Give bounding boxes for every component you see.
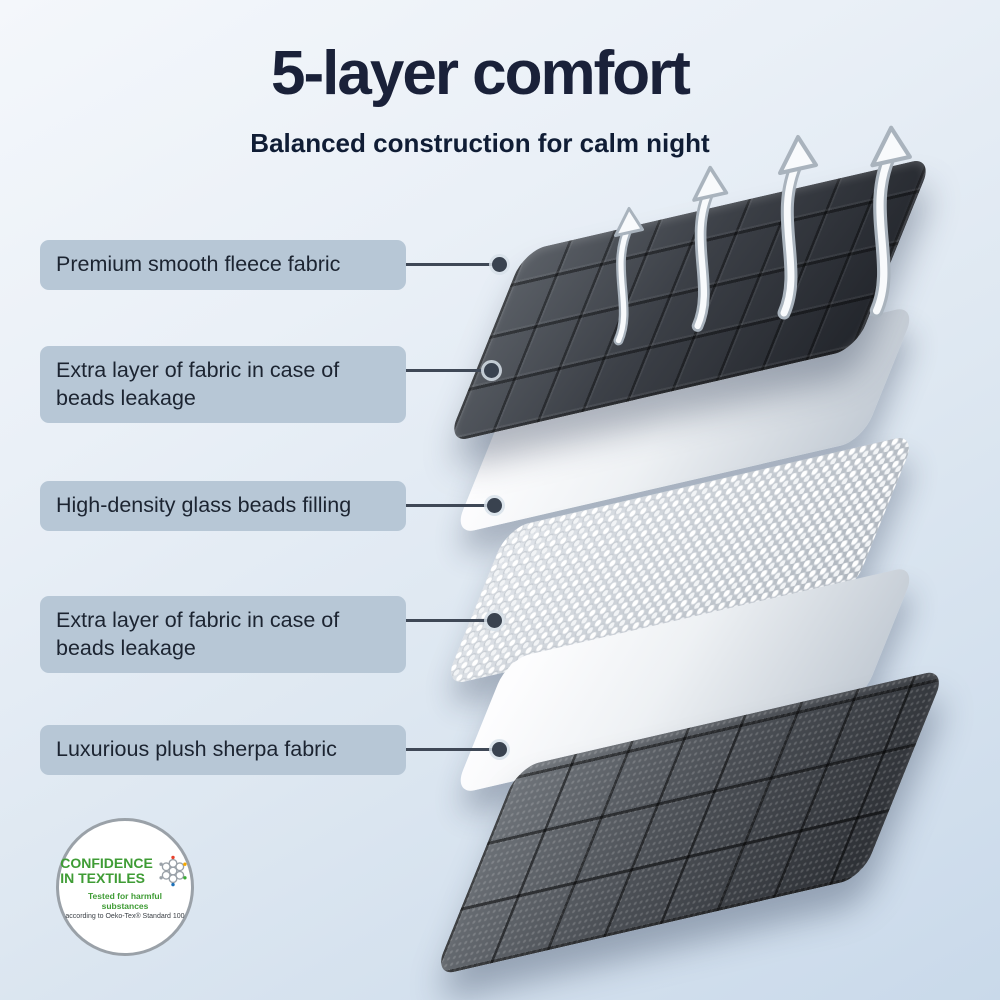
badge-tagline: Tested for harmful substances (88, 891, 162, 911)
badge-title-line1: CONFIDENCE (60, 855, 153, 872)
connector-line (398, 619, 493, 622)
layer-label: High-density glass beads filling (40, 481, 406, 531)
badge-header: CONFIDENCE IN TEXTILES (60, 854, 190, 888)
oeko-tex-flower-icon (159, 855, 187, 887)
connector-line (398, 504, 493, 507)
connector-dot (487, 498, 502, 513)
connector-line (398, 748, 498, 751)
badge-title-line2: IN TEXTILES (60, 870, 146, 886)
layer-label: Extra layer of fabric in case of beads l… (40, 596, 406, 674)
connector-dot (492, 257, 507, 272)
page-title: 5-layer comfort (271, 39, 691, 108)
badge-standard: according to Oeko-Tex® Standard 100 (65, 913, 185, 920)
layer-label: Premium smooth fleece fabric (40, 240, 406, 290)
connector-dot (487, 613, 502, 628)
up-arrow-icon (694, 168, 726, 326)
connector-line (398, 263, 498, 266)
layer-label: Luxurious plush sherpa fabric (40, 725, 406, 775)
page-subtitle: Balanced construction for calm night (250, 128, 710, 158)
breathability-arrows-icon (590, 118, 970, 368)
oeko-tex-badge: CONFIDENCE IN TEXTILES (56, 818, 194, 956)
connector-dot (492, 742, 507, 757)
layer-label: Extra layer of fabric in case of beads l… (40, 346, 406, 424)
badge-title: CONFIDENCE IN TEXTILES (60, 856, 153, 885)
connector-dot (484, 363, 499, 378)
up-arrow-icon (872, 128, 909, 311)
up-arrow-icon (616, 209, 643, 341)
connector-line (398, 369, 490, 372)
up-arrow-icon (780, 137, 816, 313)
